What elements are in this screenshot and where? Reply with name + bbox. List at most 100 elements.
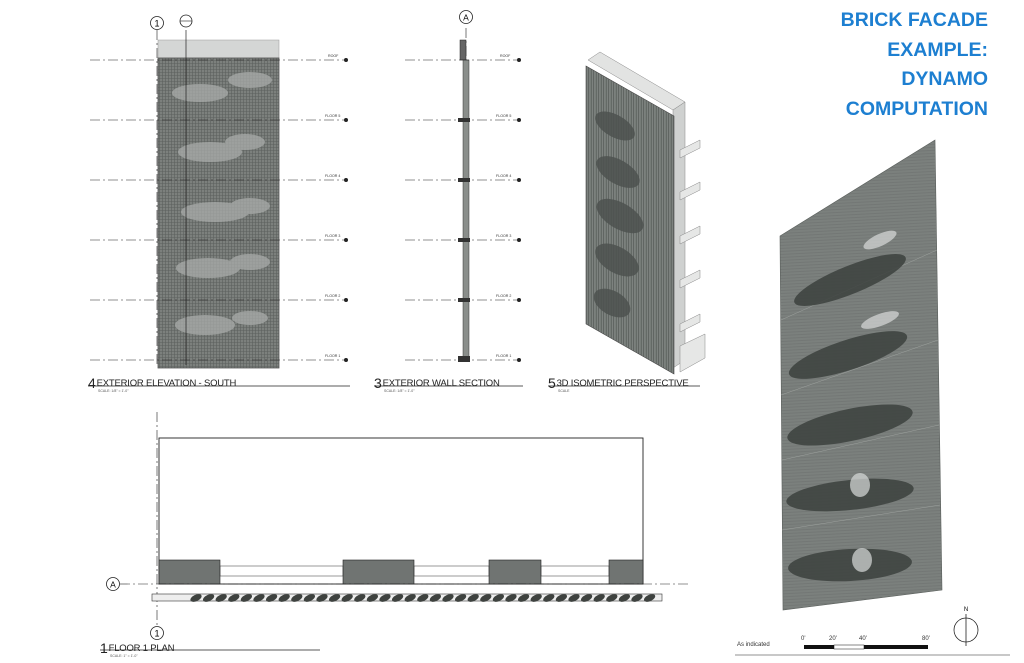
svg-text:FLOOR 1: FLOOR 1: [325, 354, 340, 358]
brick-twist: [505, 594, 517, 602]
svg-text:FLOOR 5: FLOOR 5: [496, 114, 511, 118]
brick-twist: [190, 594, 202, 602]
brick-twist: [568, 594, 580, 602]
grid-bubble-1: [150, 16, 164, 30]
brick-twist: [240, 594, 253, 602]
brick-twists: [190, 594, 656, 602]
svg-text:FLOOR 2: FLOOR 2: [325, 294, 340, 298]
brick-twist: [517, 594, 530, 602]
sheet-title: BRICK FACADE EXAMPLE: DYNAMO COMPUTATION: [841, 6, 988, 124]
brick-twist: [417, 594, 429, 602]
brick-twist: [265, 594, 278, 602]
svg-text:FLOOR 3: FLOOR 3: [325, 234, 340, 238]
brick-twist: [492, 594, 505, 602]
svg-text:FLOOR 5: FLOOR 5: [325, 114, 340, 118]
sheet-title-line: BRICK FACADE: [840, 9, 988, 31]
brick-twist: [316, 594, 328, 602]
grid-bubble-label: A: [463, 13, 469, 23]
large-perspective-render: [779, 139, 943, 611]
view-title-section: 3EXTERIOR WALL SECTION: [374, 375, 500, 391]
view-scale-elevation: SCALE: 1/8" = 1'-0": [98, 389, 129, 393]
parapet: [157, 39, 280, 59]
brick-twist: [303, 594, 316, 602]
brick-twist: [278, 594, 290, 602]
scale-tick-label: 20': [829, 636, 837, 642]
render-pattern-waves: [786, 254, 914, 582]
brick-twist: [543, 594, 555, 602]
grid-bubble-label: A: [110, 580, 116, 590]
svg-text:FLOOR 1: FLOOR 1: [496, 354, 511, 358]
brick-twist: [391, 594, 404, 602]
view-scale-plan: SCALE: 1" = 1'-0": [110, 654, 138, 658]
view-title-plan: 1FLOOR 1 PLAN: [100, 640, 175, 656]
brick-twist: [530, 594, 542, 602]
brick-twist: [442, 594, 454, 602]
level-labels-section: ROOF FLOOR 5 FLOOR 4 FLOOR 3 FLOOR 2 FLO…: [496, 54, 511, 358]
sheet-title-line: COMPUTATION: [845, 97, 988, 120]
view-title-isometric: 53D ISOMETRIC PERSPECTIVE: [548, 375, 689, 391]
svg-text:ROOF: ROOF: [328, 54, 339, 58]
scale-note: As indicated: [737, 642, 770, 648]
sheet-title-line: DYNAMO: [901, 68, 988, 90]
brick-twist: [253, 594, 265, 602]
view-scale-isometric: SCALE: [558, 389, 570, 393]
svg-text:FLOOR 2: FLOOR 2: [496, 294, 511, 298]
brick-twist: [606, 594, 618, 602]
brick-twist: [555, 594, 568, 602]
wall-section-view: A ROOF FLOOR 5: [374, 10, 523, 387]
isometric-view: [548, 51, 706, 387]
brick-twist: [228, 594, 240, 602]
grid-bubble-label: 1: [154, 19, 159, 29]
brick-twist: [631, 594, 643, 602]
wall-section-cut: [462, 59, 470, 361]
scale-bar: [735, 644, 1010, 656]
grid-bubble-a-plan: [106, 577, 120, 591]
iso-pattern-waves: [593, 111, 644, 318]
svg-text:ROOF: ROOF: [500, 54, 511, 58]
brick-twist: [328, 594, 341, 602]
scale-tick-label: 80': [922, 636, 930, 642]
scale-tick-label: 40': [859, 636, 867, 642]
level-lines-elevation: [90, 59, 345, 361]
brick-twist: [429, 594, 442, 602]
brick-twist: [354, 594, 366, 602]
brick-twist: [643, 594, 656, 602]
brick-twist: [467, 594, 479, 602]
brick-twist: [480, 594, 492, 602]
plan-columns: [158, 559, 644, 585]
iso-floor-slabs: [679, 139, 706, 373]
north-label: N: [964, 607, 968, 613]
svg-text:FLOOR 4: FLOOR 4: [325, 174, 340, 178]
brick-twist: [215, 594, 227, 602]
brick-twist: [291, 594, 303, 602]
grid-bubble-1-plan: [150, 626, 164, 640]
brick-twist: [618, 594, 631, 602]
north-arrow-icon: N: [953, 607, 979, 646]
level-marker-icons: [344, 58, 348, 362]
brick-twist: [593, 594, 605, 602]
building-outline: [158, 437, 644, 585]
grid-bubble-label: 1: [154, 629, 159, 639]
level-labels-elevation: ROOF FLOOR 5 FLOOR 4 FLOOR 3 FLOOR 2 FLO…: [325, 54, 340, 358]
view-scale-section: SCALE: 1/8" = 1'-0": [384, 389, 415, 393]
parapet-section: [459, 39, 467, 61]
brick-twist: [379, 594, 391, 602]
view-title-elevation: 4EXTERIOR ELEVATION - SOUTH: [88, 375, 237, 391]
scale-tick-label: 0': [801, 636, 806, 642]
svg-text:FLOOR 3: FLOOR 3: [496, 234, 511, 238]
level-lines-section: [405, 59, 518, 361]
brick-pattern-waves: [172, 72, 272, 335]
brick-twist: [366, 594, 379, 602]
sheet-title-line: EXAMPLE:: [887, 38, 988, 61]
plan-glazing: [219, 565, 610, 577]
brick-twist: [341, 594, 353, 602]
elevation-view: 1 ROOF FLOOR 5 FLOOR 4 FLO: [88, 14, 350, 387]
floor-plan-view: 1 A: [100, 412, 690, 651]
svg-text:FLOOR 4: FLOOR 4: [496, 174, 511, 178]
slab-edges: [458, 118, 470, 362]
grid-bubble-a: [459, 10, 473, 24]
brick-twist: [404, 594, 416, 602]
brick-twist: [454, 594, 467, 602]
